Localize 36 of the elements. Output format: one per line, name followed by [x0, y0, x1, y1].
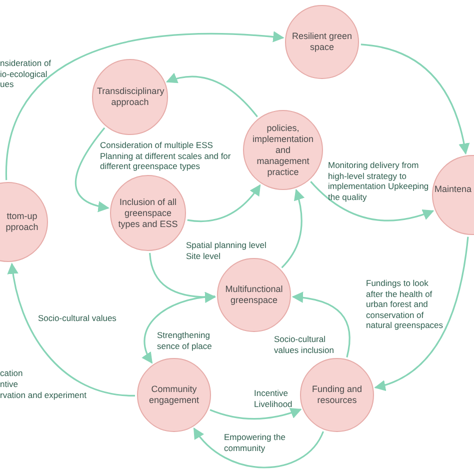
arrow — [149, 252, 216, 303]
annotation-text: Fundings to look after the health of urban forest and conservation of natural greenspaces — [366, 278, 444, 330]
annotation-text: Empowering the community — [224, 432, 286, 453]
annotation-text: nsideration of io-ecological ues — [0, 58, 52, 90]
node-label: Maintena — [433, 184, 473, 195]
node-label: Transdisciplinary approach — [97, 86, 163, 108]
arrow — [374, 236, 469, 390]
annotation-text: Strengthening sence of place — [157, 330, 213, 351]
node-label: Inclusion of all greenspace types and ESS — [117, 196, 179, 230]
arrow — [187, 184, 261, 222]
annotation-text: Monitoring delivery from high-level strategy to implementation Upkeeping the quality — [328, 160, 430, 202]
annotation-text: Spatial planning level Site level — [186, 240, 268, 261]
annotation-text: Consideration of multiple ESS Planning at different scales and for different greenspace types — [100, 140, 232, 172]
arrow — [166, 73, 258, 118]
arrow — [8, 262, 136, 396]
arrow — [193, 428, 324, 468]
annotation-text: ntive — [0, 379, 18, 390]
node-label: Funding and resources — [310, 384, 364, 406]
annotation-text: rvation and experiment — [0, 390, 86, 400]
arrow — [210, 408, 302, 420]
node-label: Community engagement — [148, 384, 200, 406]
annotation-text: Socio-cultural values inclusion — [274, 334, 336, 355]
node-label: policies, implementation and management practice — [251, 122, 315, 178]
arrow — [292, 292, 350, 358]
arrow — [74, 127, 110, 212]
annotation-text: cation — [0, 368, 23, 378]
annotation-text: Incentive Livelihood — [254, 388, 294, 409]
node-label: Multifunctional greenspace — [224, 284, 284, 306]
arrow — [6, 31, 284, 180]
arrow — [281, 188, 304, 268]
arrow — [142, 296, 216, 364]
annotation-text: Socio-cultural values — [38, 313, 116, 324]
arrow — [360, 44, 470, 155]
node-label: ttom-up pproach — [4, 211, 40, 233]
arrow — [310, 181, 434, 222]
node-label: Resilient green space — [290, 31, 354, 53]
